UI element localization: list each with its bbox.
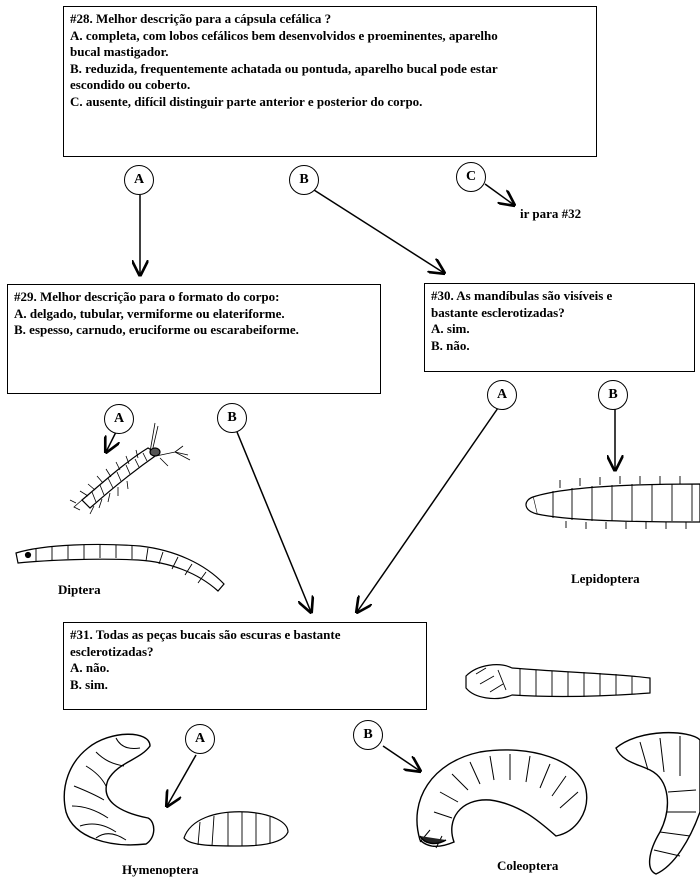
question-30-line: B. não.	[431, 338, 688, 355]
taxon-label-lepidoptera: Lepidoptera	[571, 571, 640, 587]
arrow-q29b-to-q31	[237, 432, 311, 612]
choice-circle-q28-c: C	[456, 162, 486, 192]
question-28-line: A. completa, com lobos cefálicos bem des…	[70, 28, 590, 45]
question-31-line: B. sim.	[70, 677, 420, 694]
choice-circle-q30-b: B	[598, 380, 628, 410]
choice-circle-q31-b: B	[353, 720, 383, 750]
arrow-q31b-to-coleoptera	[383, 746, 420, 771]
question-29-line: A. delgado, tubular, vermiforme ou elate…	[14, 306, 374, 323]
question-28-line: B. reduzida, frequentemente achatada ou …	[70, 61, 590, 78]
question-30-title: #30. As mandíbulas são visíveis e	[431, 288, 688, 305]
taxon-label-coleoptera: Coleoptera	[497, 858, 558, 874]
choice-circle-q30-a: A	[487, 380, 517, 410]
question-28-line: C. ausente, difícil distinguir parte ant…	[70, 94, 590, 111]
coleoptera-curved-larva-illustration	[616, 733, 700, 874]
choice-circle-q29-b: B	[217, 403, 247, 433]
question-31-line: A. não.	[70, 660, 420, 677]
coleoptera-elongate-larva-illustration	[466, 665, 650, 699]
choice-circle-q28-b: B	[289, 165, 319, 195]
question-29-title: #29. Melhor descrição para o formato do …	[14, 289, 374, 306]
arrow-q29a-to-diptera	[106, 432, 116, 452]
question-29-box: #29. Melhor descrição para o formato do …	[7, 284, 381, 394]
diptera-larva-slender-illustration	[70, 423, 190, 514]
question-28-line: escondido ou coberto.	[70, 77, 590, 94]
taxon-label-diptera: Diptera	[58, 582, 101, 598]
goto-question-32-label: ir para #32	[520, 206, 581, 222]
lepidoptera-caterpillar-illustration	[526, 476, 700, 529]
arrow-q28b-to-q30	[314, 190, 444, 273]
arrow-q31a-to-hymenoptera	[167, 755, 196, 806]
coleoptera-scarab-grub-illustration	[417, 750, 587, 848]
question-30-line: bastante esclerotizadas?	[431, 305, 688, 322]
question-31-title: #31. Todas as peças bucais são escuras e…	[70, 627, 420, 644]
question-28-line: bucal mastigador.	[70, 44, 590, 61]
arrow-q30a-to-q31	[357, 408, 498, 612]
question-28-title: #28. Melhor descrição para a cápsula cef…	[70, 11, 590, 28]
hymenoptera-small-larva-illustration	[184, 812, 288, 846]
question-30-box: #30. As mandíbulas são visíveis e bastan…	[424, 283, 695, 372]
diptera-larva-cylindrical-illustration	[16, 544, 224, 591]
choice-circle-q31-a: A	[185, 724, 215, 754]
choice-circle-q28-a: A	[124, 165, 154, 195]
taxon-label-hymenoptera: Hymenoptera	[122, 862, 199, 878]
question-31-line: esclerotizadas?	[70, 644, 420, 661]
arrow-q28c-to-q32	[485, 184, 514, 205]
hymenoptera-curled-larva-illustration	[64, 734, 154, 845]
choice-circle-q29-a: A	[104, 404, 134, 434]
question-29-line: B. espesso, carnudo, eruciforme ou escar…	[14, 322, 374, 339]
question-28-box: #28. Melhor descrição para a cápsula cef…	[63, 6, 597, 157]
question-30-line: A. sim.	[431, 321, 688, 338]
question-31-box: #31. Todas as peças bucais são escuras e…	[63, 622, 427, 710]
